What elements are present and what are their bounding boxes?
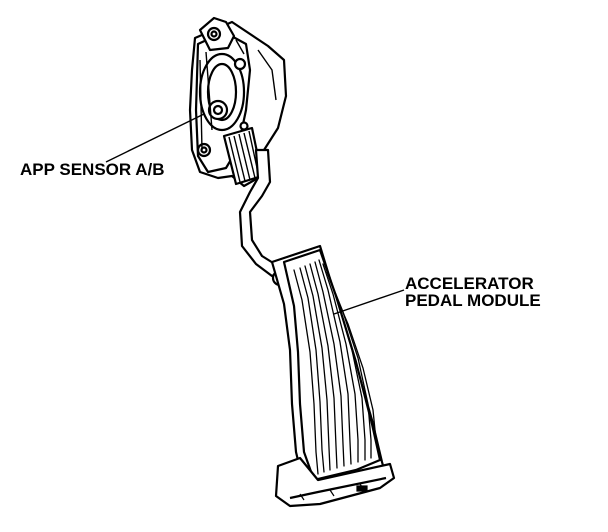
accelerator-label-line1: ACCELERATOR — [405, 274, 534, 293]
pedal-pad-ribs — [293, 259, 377, 475]
accelerator-label-line2: PEDAL MODULE — [405, 291, 541, 310]
pedal-base-detail — [299, 483, 368, 501]
app-sensor-housing — [188, 16, 288, 188]
accelerator-pedal-module-label: ACCELERATOR PEDAL MODULE — [405, 275, 541, 309]
app-sensor-label: APP SENSOR A/B — [20, 160, 165, 179]
housing-ribs — [199, 39, 277, 183]
app-sensor-leader-line — [105, 113, 205, 163]
accelerator-leader-line — [333, 289, 405, 315]
pedal-pad — [270, 244, 396, 508]
